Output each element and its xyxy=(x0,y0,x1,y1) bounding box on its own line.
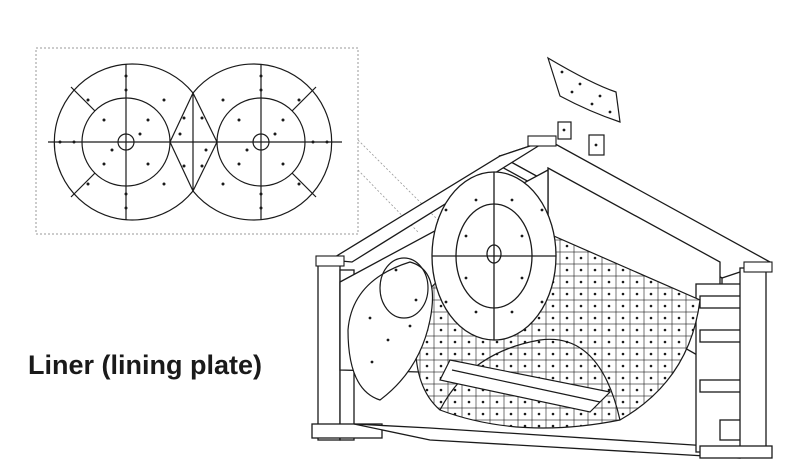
detail-frame xyxy=(35,47,359,235)
bottom-rail xyxy=(353,423,741,459)
bolt-holes xyxy=(58,74,329,210)
loose-liner-segments xyxy=(546,56,621,156)
front-left-leg-base xyxy=(311,423,383,439)
end-liner-disc xyxy=(431,171,557,341)
right-leg-base xyxy=(699,445,773,459)
curved-liner-segment xyxy=(546,56,621,123)
diagram-caption: Liner (lining plate) xyxy=(28,350,262,380)
end-liner-plate xyxy=(48,63,342,221)
left-end-liner xyxy=(347,257,434,401)
detail-inset xyxy=(35,47,441,235)
corner-brackets xyxy=(315,135,773,273)
